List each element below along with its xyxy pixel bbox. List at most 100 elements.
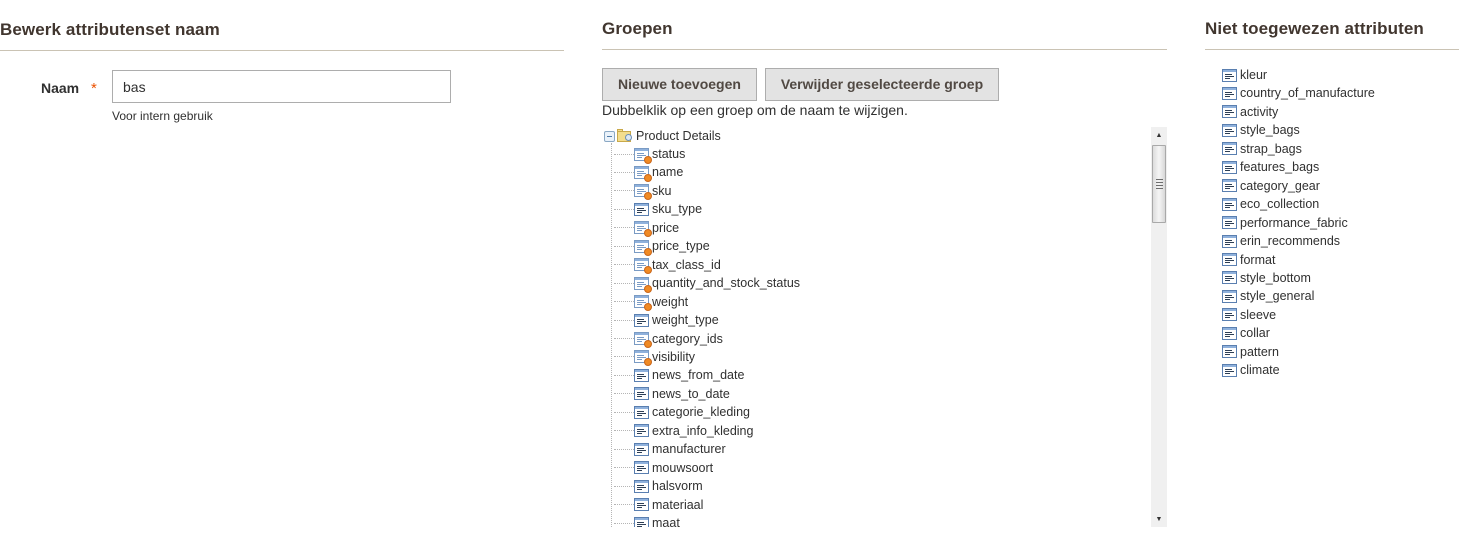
tree-attribute-item[interactable]: quantity_and_stock_status — [614, 274, 800, 293]
tree-attribute-label: weight_type — [652, 313, 719, 328]
add-group-button[interactable]: Nieuwe toevoegen — [602, 68, 757, 101]
unassigned-attribute-label: style_bags — [1240, 123, 1300, 138]
tree-attribute-item[interactable]: price — [614, 219, 680, 238]
tree-attribute-label: sku_type — [652, 202, 703, 217]
attribute-icon — [1222, 271, 1237, 285]
name-input[interactable] — [112, 70, 451, 103]
tree-connector — [611, 143, 612, 527]
name-note: Voor intern gebruik — [112, 109, 213, 123]
system-attribute-icon — [634, 350, 652, 367]
tree-attribute-item[interactable]: name — [614, 163, 683, 182]
unassigned-attribute-item[interactable]: style_general — [1222, 287, 1314, 305]
system-attribute-icon — [634, 295, 652, 312]
unassigned-attribute-label: features_bags — [1240, 160, 1320, 175]
tree-attribute-item[interactable]: mouwsoort — [614, 459, 713, 477]
tree-attribute-label: categorie_kleding — [652, 405, 750, 420]
unassigned-attribute-label: category_gear — [1240, 178, 1320, 193]
tree-attribute-item[interactable]: manufacturer — [614, 440, 726, 458]
attribute-icon — [634, 498, 649, 512]
tree-attribute-item[interactable]: categorie_kleding — [614, 403, 750, 421]
unassigned-attribute-item[interactable]: climate — [1222, 361, 1280, 379]
unassigned-attribute-item[interactable]: erin_recommends — [1222, 232, 1340, 250]
scroll-thumb[interactable] — [1152, 145, 1166, 223]
unassigned-attribute-item[interactable]: style_bottom — [1222, 269, 1311, 287]
unassigned-attributes-title: Niet toegewezen attributen — [1205, 19, 1424, 38]
tree-attribute-item[interactable]: status — [614, 145, 685, 164]
tree-attribute-item[interactable]: extra_info_kleding — [614, 422, 753, 440]
unassigned-attribute-label: climate — [1240, 363, 1280, 378]
unassigned-attribute-item[interactable]: pattern — [1222, 343, 1279, 361]
attribute-icon — [634, 479, 649, 493]
unassigned-attribute-label: erin_recommends — [1240, 234, 1341, 249]
unassigned-attribute-label: collar — [1240, 326, 1270, 341]
tree-attribute-label: sku — [652, 183, 672, 198]
tree-attribute-item[interactable]: news_to_date — [614, 385, 730, 403]
attribute-icon — [1222, 216, 1237, 230]
collapse-icon[interactable] — [604, 130, 615, 142]
tree-attribute-label: halsvorm — [652, 479, 703, 494]
system-attribute-icon — [634, 147, 652, 164]
tree-attribute-item[interactable]: materiaal — [614, 496, 703, 514]
attribute-icon — [1222, 308, 1237, 322]
unassigned-attribute-item[interactable]: strap_bags — [1222, 140, 1302, 158]
attribute-icon — [1222, 160, 1237, 174]
unassigned-attribute-item[interactable]: format — [1222, 251, 1275, 269]
unassigned-attribute-item[interactable]: style_bags — [1222, 121, 1300, 139]
tree-attribute-label: maat — [652, 516, 680, 527]
unassigned-attribute-label: strap_bags — [1240, 141, 1302, 156]
unassigned-attribute-label: kleur — [1240, 68, 1268, 82]
tree-attribute-item[interactable]: maat — [614, 514, 680, 527]
unassigned-attribute-item[interactable]: collar — [1222, 324, 1270, 342]
tree-attribute-label: news_to_date — [652, 386, 730, 401]
attribute-icon — [1222, 289, 1237, 303]
tree-attribute-label: price — [652, 220, 680, 235]
attribute-icon — [634, 405, 649, 419]
attribute-icon — [1222, 142, 1237, 156]
tree-attribute-label: manufacturer — [652, 442, 726, 457]
delete-selected-group-button[interactable]: Verwijder geselecteerde groep — [765, 68, 999, 101]
attribute-icon — [1222, 253, 1237, 266]
attribute-icon — [634, 442, 649, 456]
divider — [602, 49, 1167, 50]
attribute-icon — [1222, 234, 1237, 248]
unassigned-attribute-item[interactable]: features_bags — [1222, 158, 1319, 176]
attribute-icon — [1222, 179, 1237, 193]
tree-attribute-item[interactable]: halsvorm — [614, 477, 703, 495]
attribute-icon — [1222, 363, 1237, 377]
system-attribute-icon — [634, 258, 652, 275]
groups-title: Groepen — [602, 19, 673, 38]
required-marker: * — [91, 80, 97, 97]
system-attribute-icon — [634, 184, 652, 201]
scroll-up-arrow-icon[interactable]: ▲ — [1155, 131, 1163, 139]
tree-attribute-item[interactable]: news_from_date — [614, 366, 744, 384]
name-label: Naam — [41, 80, 80, 96]
unassigned-attribute-item[interactable]: country_of_manufacture — [1222, 84, 1375, 102]
tree-group-product-details[interactable]: Product Details — [604, 127, 721, 145]
tree-attribute-item[interactable]: visibility — [614, 348, 695, 367]
tree-attribute-item[interactable]: sku_type — [614, 200, 702, 218]
attribute-icon — [634, 313, 649, 327]
tree-attribute-label: category_ids — [652, 331, 723, 346]
tree-attribute-item[interactable]: tax_class_id — [614, 256, 721, 275]
unassigned-attribute-label: eco_collection — [1240, 197, 1320, 212]
attribute-icon — [1222, 68, 1237, 82]
system-attribute-icon — [634, 221, 652, 238]
unassigned-attribute-item[interactable]: performance_fabric — [1222, 214, 1348, 232]
unassigned-attribute-item[interactable]: eco_collection — [1222, 195, 1319, 213]
attribute-icon — [634, 516, 649, 527]
unassigned-attribute-label: pattern — [1240, 344, 1279, 359]
tree-attribute-label: extra_info_kleding — [652, 423, 754, 438]
tree-attribute-item[interactable]: sku — [614, 182, 672, 201]
tree-attribute-item[interactable]: weight — [614, 293, 688, 312]
tree-attribute-item[interactable]: category_ids — [614, 330, 723, 348]
unassigned-attribute-item[interactable]: category_gear — [1222, 177, 1320, 195]
tree-attribute-item[interactable]: price_type — [614, 237, 710, 256]
unassigned-attribute-item[interactable]: sleeve — [1222, 306, 1276, 324]
tree-attribute-label: news_from_date — [652, 368, 745, 383]
unassigned-attribute-item[interactable]: kleur — [1222, 66, 1267, 84]
tree-attribute-item[interactable]: weight_type — [614, 311, 719, 329]
tree-scrollbar[interactable]: ▲ ▼ — [1151, 127, 1167, 527]
scroll-down-arrow-icon[interactable]: ▼ — [1155, 515, 1163, 523]
unassigned-attribute-item[interactable]: activity — [1222, 103, 1278, 121]
